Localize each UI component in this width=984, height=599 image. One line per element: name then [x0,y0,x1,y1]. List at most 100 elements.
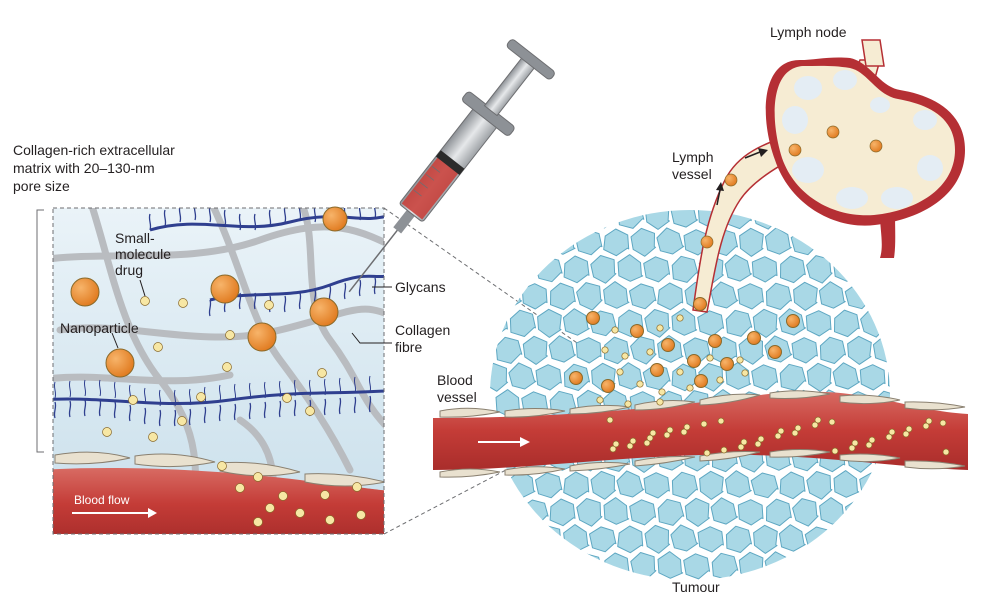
tumour-cell [806,362,832,392]
tumour-cell [710,497,738,525]
tumour-cell [490,210,509,229]
small-molecule-drug [905,425,913,433]
small-molecule-drug [616,368,624,376]
small-molecule-drug [868,436,876,444]
small-molecule-drug [706,354,714,362]
tumour-cell [791,337,818,364]
tumour-cell [576,282,603,311]
small-molecule-drug [757,435,765,443]
small-molecule-drug [683,423,691,431]
nanoparticle [210,274,240,304]
nanoparticle [708,334,722,348]
tumour-cell [630,552,657,580]
nanoparticle [693,297,707,311]
inset-panel [52,207,385,535]
tumour-cell [750,472,779,499]
small-molecule-drug [196,392,206,402]
small-molecule-drug [265,503,275,513]
nanoparticle [869,139,883,153]
inset-endothelium [54,451,384,487]
nanoparticle [601,379,615,393]
small-molecule-drug [222,362,232,372]
tumour-cell [494,281,522,309]
tumour-cell [766,498,792,527]
tumour-cell [778,524,806,552]
tumour-cell [806,255,833,284]
small-molecule-drug [611,326,619,334]
small-molecule-drug [828,418,836,426]
small-molecule-drug [794,424,802,432]
tumour-cell [699,470,724,500]
tumour-cell [657,551,684,579]
tumour-cell [616,470,645,498]
small-molecule-drug [305,406,315,416]
tumour-cell [764,227,792,255]
tumour-cell [643,472,670,499]
tumour-cell [496,228,522,257]
tumour-cell [779,210,806,228]
tumour-cell [780,255,806,284]
tumour-cell [617,525,644,554]
tumour-cell [819,228,846,257]
small-molecule-drug [278,491,288,501]
small-molecule-drug [235,483,245,493]
tumour-cell [859,364,886,391]
nanoparticle [586,311,600,325]
tumour-cell [779,363,807,391]
tumour-cell [603,228,630,257]
nanoparticle [569,371,583,385]
tumour-cell [643,256,671,283]
glycans-label: Glycans [395,279,446,295]
tumour-cell [832,362,860,390]
tumour-cell [887,308,890,336]
tumour-cell [576,498,603,527]
tumour-cell [844,283,873,310]
small-molecule-drug [646,434,654,442]
tumour-cell [834,309,860,338]
small-molecule-drug [700,420,708,428]
tumour-cell [548,335,576,363]
tumour-cell [575,229,603,256]
small-molecule-drug [791,429,799,437]
small-molecule-drug [128,395,138,405]
tumour-cell [657,498,685,526]
tumour-cell [765,282,792,310]
small-molecule-drug [666,426,674,434]
small-molecule-drug [774,432,782,440]
small-molecule-drug [264,300,274,310]
small-molecule-label-line3: drug [115,262,144,278]
tumour-cell [510,525,536,554]
tumour-cell [820,552,846,580]
tumour-cell [670,210,698,228]
tumour-cell [549,227,576,255]
tumour-cell [859,472,887,499]
tumour-cell [590,470,617,500]
tumour-cell [490,254,508,284]
lymph-vessel-label-line1: Lymph [672,149,714,165]
small-molecule-drug [140,296,150,306]
small-molecule-drug [716,376,724,384]
nanoparticle [70,277,100,307]
tumour-cell [739,227,764,257]
small-molecule-drug [720,446,728,454]
small-molecule-drug [737,443,745,451]
nanoparticle [309,297,339,327]
tumour-cell [644,210,670,230]
small-molecule-drug [626,442,634,450]
small-molecule-drug [629,437,637,445]
tumour-cell [901,498,926,526]
tumour-cell [563,524,590,552]
tumour-cell [589,210,617,229]
tumour-cell [845,499,873,526]
small-molecule-drug [253,472,263,482]
tumour-cell [644,524,671,554]
particles [70,125,950,527]
blood-vessel-label-line2: vessel [437,389,477,405]
tumour-cell [887,471,890,499]
small-molecule-drug [740,438,748,446]
tumour-cell [536,210,563,230]
tumour-cell [711,552,739,580]
tumour-cell [563,255,590,284]
blood-flow-label: Blood flow [74,493,130,507]
